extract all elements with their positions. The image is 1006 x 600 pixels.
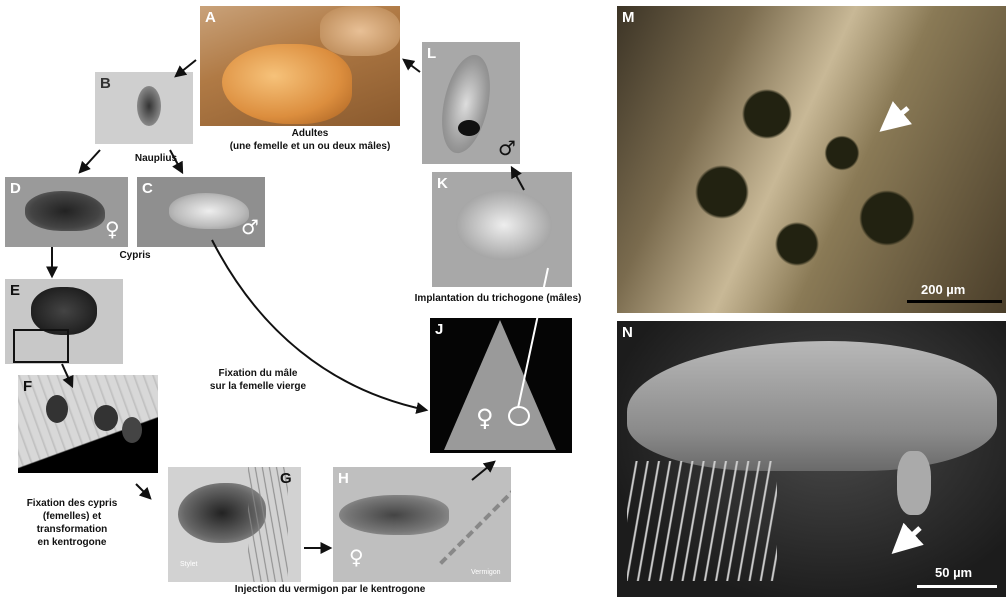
arrow-l-to-a: [404, 60, 420, 72]
arrow-h-to-j: [472, 462, 494, 480]
caption-cypris: Cypris: [100, 250, 170, 262]
arrow-n-pointer: [896, 528, 920, 550]
arrow-a-to-b: [176, 60, 196, 76]
line-j-to-k-white: [518, 268, 548, 408]
arrow-m-pointer: [884, 108, 908, 128]
caption-nauplius: Nauplius: [116, 153, 196, 165]
caption-cypris-fixation-line4: en kentrogone: [2, 537, 142, 549]
caption-cypris-fixation-line1: Fixation des cypris: [2, 498, 142, 510]
caption-adults-line2: (une femelle et un ou deux mâles): [195, 141, 425, 153]
caption-adults-line1: Adultes: [210, 128, 410, 140]
caption-cypris-fixation-line3: transformation: [2, 524, 142, 536]
arrow-e-to-f: [62, 364, 72, 386]
arrow-b-to-d: [80, 150, 100, 172]
arrow-f-to-g: [136, 484, 150, 498]
caption-trichogone: Implantation du trichogone (mâles): [393, 293, 603, 305]
caption-male-fixation-line1: Fixation du mâle: [188, 368, 328, 380]
caption-injection: Injection du vermigon par le kentrogone: [200, 584, 460, 596]
caption-male-fixation-line2: sur la femelle vierge: [188, 381, 328, 393]
caption-cypris-fixation-line2: (femelles) et: [2, 511, 142, 523]
arrow-k-to-l: [512, 168, 524, 190]
